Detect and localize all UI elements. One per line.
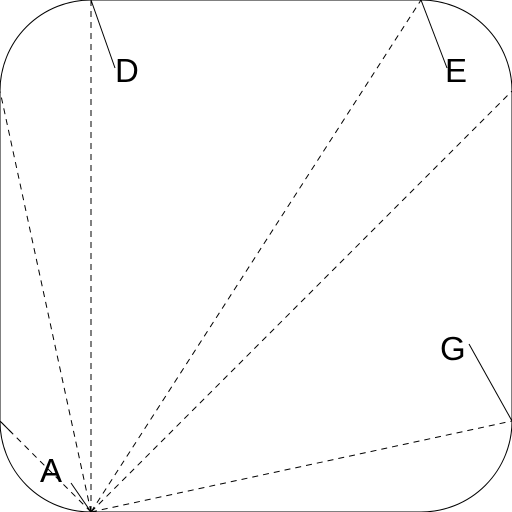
leader-d xyxy=(90,0,116,69)
label-a: A xyxy=(40,452,62,489)
ray-a-left-upper xyxy=(0,90,92,512)
leader-e xyxy=(420,0,448,69)
leader-left-lower xyxy=(0,420,13,434)
ray-a-e xyxy=(90,0,422,512)
ray-a-g xyxy=(90,420,512,512)
leader-g xyxy=(468,343,512,422)
label-g: G xyxy=(440,330,466,367)
leader-a xyxy=(70,482,92,512)
ray-a-right-upper xyxy=(90,90,512,512)
label-e: E xyxy=(445,52,467,89)
label-d: D xyxy=(115,52,139,89)
